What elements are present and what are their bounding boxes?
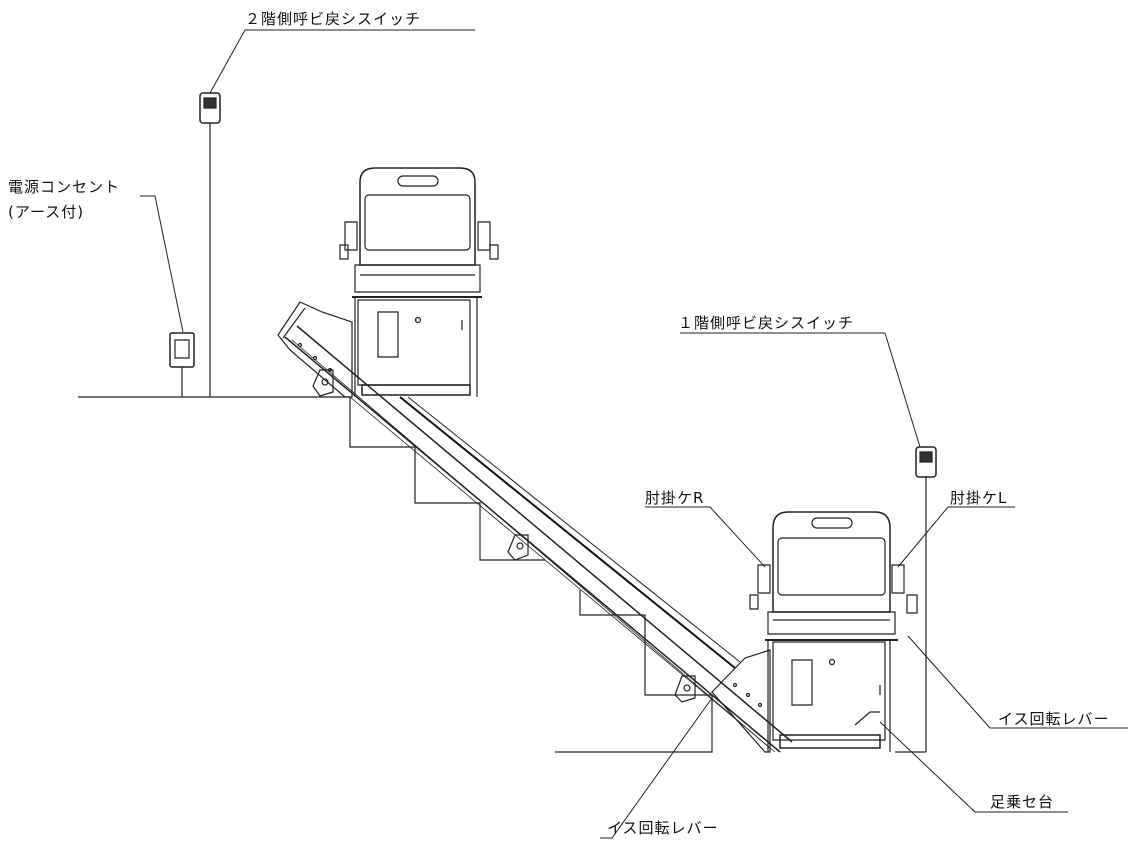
rail-support-mid bbox=[508, 535, 528, 560]
armrest-l-label: 肘掛ケL bbox=[950, 489, 1008, 507]
rail-upper-endcap bbox=[278, 302, 352, 397]
lower-call-switch-label: １階側呼ビ戻シスイッチ bbox=[678, 314, 855, 332]
footrest-label: 足乗セ台 bbox=[990, 793, 1055, 811]
staircase bbox=[350, 397, 712, 752]
power-outlet bbox=[170, 333, 194, 397]
rail-support-lower bbox=[675, 676, 695, 702]
armrest-r-label: 肘掛ケR bbox=[645, 489, 705, 507]
seat-swivel-lever-label-bottom: イス回転レバー bbox=[607, 819, 719, 837]
power-outlet-label: 電源コンセント bbox=[8, 178, 121, 196]
upper-chair bbox=[340, 168, 498, 397]
power-outlet-ground-label: (アース付) bbox=[8, 203, 85, 221]
upper-call-switch bbox=[200, 93, 220, 397]
seat-swivel-lever-label-right: イス回転レバー bbox=[998, 710, 1110, 728]
rail-support-upper bbox=[313, 370, 333, 396]
lower-chair bbox=[750, 512, 917, 752]
rail-lower-endcap bbox=[712, 650, 770, 752]
lower-call-switch bbox=[895, 447, 936, 752]
upper-call-switch-label: ２階側呼ビ戻シスイッチ bbox=[245, 10, 422, 28]
leader-lines bbox=[140, 30, 1128, 838]
